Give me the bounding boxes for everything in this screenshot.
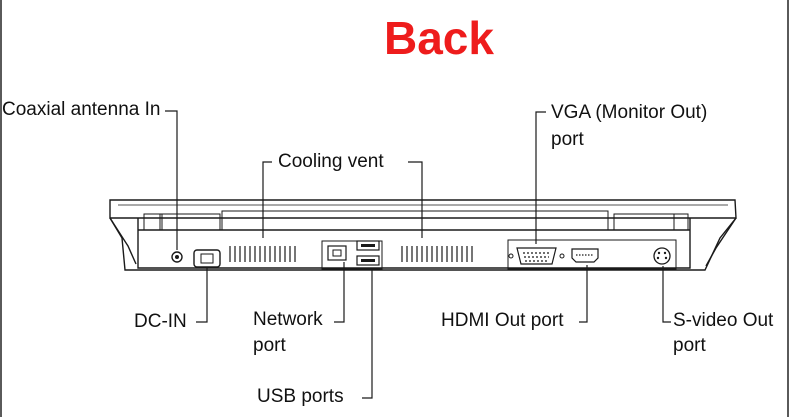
figure-title: Back <box>384 12 494 64</box>
right-port-panel <box>507 239 677 270</box>
label-vga-line2: port <box>551 129 584 150</box>
cooling-vent-right <box>401 246 473 262</box>
label-usb-ports: USB ports <box>257 386 344 407</box>
label-dc-in: DC-IN <box>134 311 187 332</box>
leader-dc-in <box>196 268 208 323</box>
dc-in-port <box>193 249 221 268</box>
label-svideo-line2: port <box>673 335 706 356</box>
usb-ports <box>356 240 380 266</box>
label-cooling-vent: Cooling vent <box>278 151 384 172</box>
laptop-body <box>109 199 737 271</box>
leader-svideo <box>662 266 671 323</box>
cooling-vent-left <box>229 246 296 262</box>
svideo-port <box>653 247 671 265</box>
leader-network <box>334 262 345 323</box>
hdmi-port <box>571 248 599 263</box>
label-network-line2: port <box>253 335 286 356</box>
leader-usb <box>362 268 373 399</box>
coaxial-antenna-port <box>171 251 183 263</box>
label-network-line1: Network <box>253 309 323 330</box>
leader-hdmi <box>579 265 588 323</box>
label-svideo-line1: S-video Out <box>673 310 774 331</box>
network-port <box>321 240 383 270</box>
label-vga-line1: VGA (Monitor Out) <box>551 102 708 123</box>
leader-cooling-left <box>262 161 272 238</box>
label-hdmi-out: HDMI Out port <box>441 310 564 331</box>
vga-port <box>508 247 565 265</box>
label-coaxial-antenna: Coaxial antenna In <box>2 99 161 120</box>
leader-cooling-right <box>408 161 423 238</box>
leader-vga <box>535 111 546 244</box>
leader-coaxial <box>165 110 178 250</box>
leader-lines <box>165 110 671 399</box>
